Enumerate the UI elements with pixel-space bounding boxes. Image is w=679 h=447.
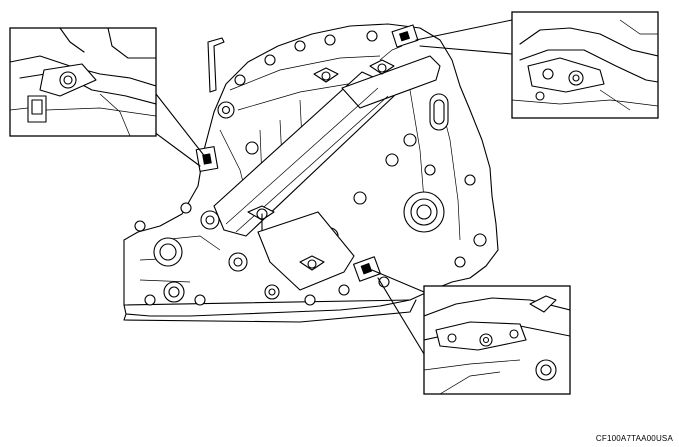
tool-arm-upper <box>341 55 441 109</box>
breather-pipe <box>207 37 225 93</box>
oval-port-inner <box>433 99 445 125</box>
wing-nut-top-right <box>369 59 395 75</box>
wing-nut-top-left <box>313 67 339 83</box>
drain-plug <box>163 281 185 303</box>
callout-marker-top <box>391 24 419 48</box>
electrical-connector <box>153 237 183 267</box>
base-flange <box>123 299 417 323</box>
detail-view-upper-left <box>9 27 157 137</box>
output-boss-core <box>416 204 432 220</box>
wing-nut-lower <box>299 255 325 271</box>
case-bolts <box>134 30 487 306</box>
output-boss-inner <box>410 198 438 226</box>
callout-marker-bottom <box>353 256 381 282</box>
connector-pins <box>159 243 177 261</box>
detail-view-lower-right <box>423 285 571 395</box>
drain-plug-inner <box>168 286 180 298</box>
special-tool <box>213 55 441 291</box>
tool-arm-lower <box>257 211 355 291</box>
oval-port <box>429 93 449 131</box>
leader-lines <box>145 19 513 355</box>
detail-view-upper-right <box>511 11 659 119</box>
figure-code: CF100A7TAA00USA <box>595 434 673 443</box>
wing-nut-center <box>247 205 275 231</box>
output-boss-outer <box>403 191 445 233</box>
